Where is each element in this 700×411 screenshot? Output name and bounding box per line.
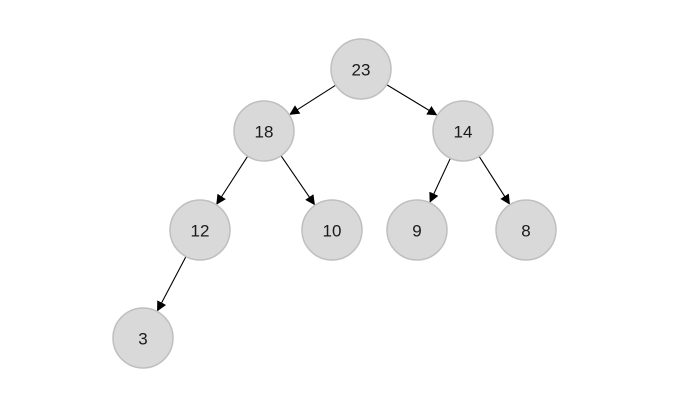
edge-arrow-n14-to-n8	[478, 156, 510, 205]
node-circle	[330, 38, 392, 100]
tree-node-9: 9	[386, 199, 448, 261]
edge-arrow-n23-to-n18	[289, 84, 336, 115]
node-circle	[301, 199, 363, 261]
tree-node-8: 8	[495, 199, 557, 261]
node-label: 8	[521, 222, 530, 241]
edge-arrow-n18-to-n12	[216, 155, 249, 205]
node-label: 23	[352, 61, 371, 80]
node-circle	[233, 100, 295, 162]
tree-node-23: 23	[330, 38, 392, 100]
nodes-layer: 23 18 14 12 10 9 8 3	[112, 38, 557, 369]
node-label: 14	[454, 123, 473, 142]
node-circle	[386, 199, 448, 261]
edges-layer	[157, 84, 510, 312]
edge-arrow-n23-to-n14	[386, 84, 438, 116]
tree-node-12: 12	[169, 199, 231, 261]
node-circle	[495, 199, 557, 261]
node-label: 12	[191, 222, 210, 241]
tree-node-10: 10	[301, 199, 363, 261]
node-circle	[112, 307, 174, 369]
edge-arrow-n14-to-n9	[429, 157, 451, 203]
tree-node-14: 14	[432, 100, 494, 162]
node-label: 9	[412, 222, 421, 241]
node-circle	[432, 100, 494, 162]
node-label: 18	[255, 123, 274, 142]
tree-node-3: 3	[112, 307, 174, 369]
edge-arrow-n12-to-n3	[157, 256, 187, 312]
tree-node-18: 18	[233, 100, 295, 162]
node-label: 10	[323, 222, 342, 241]
node-label: 3	[138, 330, 147, 349]
edge-arrow-n18-to-n10	[280, 155, 315, 206]
node-circle	[169, 199, 231, 261]
